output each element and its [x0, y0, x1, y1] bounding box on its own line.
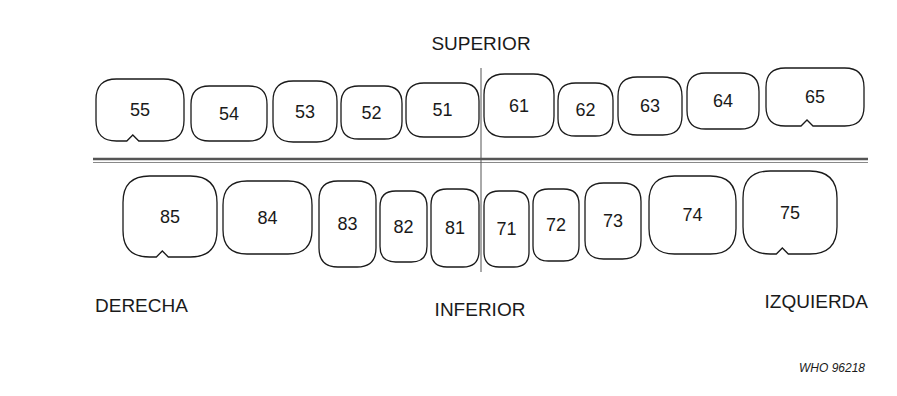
tooth-number: 71 [496, 220, 516, 238]
tooth-number: 74 [682, 206, 702, 224]
tooth-contour [484, 74, 554, 137]
tooth-outline: 52 [340, 85, 403, 140]
tooth-outline: 62 [557, 82, 614, 137]
tooth-contour [585, 183, 641, 259]
tooth-outline: 54 [190, 85, 268, 142]
tooth-number: 72 [546, 216, 566, 234]
tooth-contour [743, 171, 837, 254]
tooth-outline: 75 [742, 170, 838, 255]
tooth-outline: 82 [379, 190, 428, 263]
figure-code: WHO 96218 [799, 362, 865, 374]
tooth-outline: 65 [765, 67, 865, 127]
tooth-outline: 85 [122, 175, 218, 258]
tooth-number: 75 [780, 204, 800, 222]
tooth-number: 55 [130, 101, 150, 119]
tooth-number: 54 [219, 105, 239, 123]
tooth-contour [123, 176, 217, 257]
tooth-outline: 64 [686, 72, 760, 130]
tooth-contour [223, 181, 312, 254]
tooth-outline: 53 [272, 80, 338, 143]
tooth-outline: 74 [648, 175, 737, 255]
tooth-number: 53 [295, 103, 315, 121]
tooth-outline: 83 [318, 180, 377, 268]
tooth-contour [406, 83, 479, 137]
direction-label: IZQUIERDA [765, 292, 868, 311]
tooth-contour [319, 181, 376, 267]
tooth-contour [558, 83, 613, 136]
tooth-contour [273, 81, 337, 142]
tooth-outline: 72 [532, 188, 580, 262]
tooth-number: 81 [445, 219, 465, 237]
tooth-contour [431, 189, 479, 267]
tooth-contour [380, 191, 427, 262]
tooth-contour [96, 79, 184, 141]
midline [481, 68, 482, 272]
tooth-outline: 71 [483, 190, 530, 268]
tooth-outline: 51 [405, 82, 480, 138]
tooth-number: 51 [432, 101, 452, 119]
tooth-number: 63 [640, 97, 660, 115]
tooth-outline: 81 [430, 188, 480, 268]
direction-label: INFERIOR [435, 300, 526, 319]
direction-label: DERECHA [95, 296, 188, 315]
tooth-outline: 61 [483, 73, 555, 138]
tooth-outline: 63 [617, 76, 683, 136]
tooth-contour [618, 77, 682, 135]
tooth-contour [687, 73, 759, 129]
tooth-number: 65 [805, 88, 825, 106]
tooth-number: 52 [361, 104, 381, 122]
tooth-number: 84 [257, 209, 277, 227]
tooth-contour [533, 189, 579, 261]
tooth-outline: 55 [95, 78, 185, 142]
direction-label: SUPERIOR [431, 34, 530, 53]
tooth-outline: 73 [584, 182, 642, 260]
tooth-contour [766, 68, 864, 126]
tooth-number: 85 [160, 208, 180, 226]
tooth-contour [341, 86, 402, 139]
tooth-number: 64 [713, 92, 733, 110]
tooth-number: 83 [337, 215, 357, 233]
tooth-contour [484, 191, 529, 267]
tooth-number: 82 [393, 218, 413, 236]
tooth-number: 62 [575, 101, 595, 119]
tooth-number: 73 [603, 212, 623, 230]
tooth-number: 61 [509, 97, 529, 115]
tooth-contour [649, 176, 736, 254]
tooth-contour [191, 86, 267, 141]
tooth-outline: 84 [222, 180, 313, 255]
